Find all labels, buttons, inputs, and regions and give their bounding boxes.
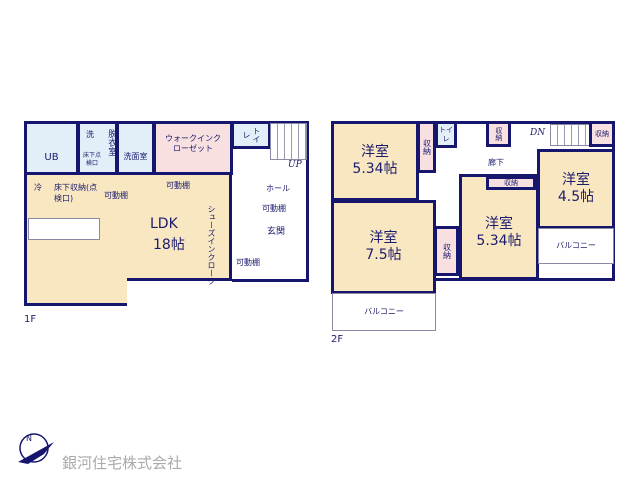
wic-label: ウォークインクローゼット: [165, 134, 221, 153]
fridge-label: 冷: [34, 183, 42, 192]
svg-text:N: N: [26, 434, 32, 443]
washroom-label: 洗面室: [123, 152, 148, 161]
dressing-label: 脱衣室: [106, 129, 117, 156]
storage: 収納: [486, 176, 536, 190]
room-c-size: 5.34帖: [476, 233, 522, 249]
shelf-label: 可動棚: [262, 204, 286, 213]
room-d-label: 洋室: [562, 171, 590, 188]
room-b-size: 7.5帖: [365, 247, 402, 263]
compass-logo-icon: N: [18, 433, 54, 464]
shelf-label: 可動棚: [166, 181, 190, 190]
storage: 収納: [589, 121, 615, 147]
walk-in-closet: ウォークインクローゼット: [153, 121, 233, 175]
balcony-label: バルコニー: [556, 241, 596, 250]
hall-label: ホール: [266, 184, 290, 193]
toilet-label: トイレ: [242, 127, 261, 143]
genkan-label: 玄関: [267, 227, 286, 237]
toilet-1f: トイレ: [231, 121, 271, 149]
floor1-label: 1F: [24, 314, 37, 325]
underfloor-label: 床下点検口: [82, 152, 101, 167]
room-c-label: 洋室: [485, 215, 513, 232]
toilet-label: トイレ: [439, 125, 453, 143]
room-d-size: 4.5帖: [557, 189, 595, 205]
storage-label: 収納: [442, 243, 452, 259]
storage-label: 収納: [494, 127, 503, 141]
storage-label: 収納: [504, 178, 518, 187]
room-b-label: 洋室: [369, 229, 398, 246]
kitchen-counter: [28, 218, 100, 240]
storage: 収納: [434, 226, 459, 276]
up-label: UP: [288, 160, 302, 170]
balcony-1: バルコニー: [332, 293, 436, 331]
stairs-1f: [270, 123, 307, 160]
balcony-2: バルコニー: [538, 228, 614, 264]
ldk-label: LDK: [150, 216, 178, 232]
company-name: 銀河住宅株式会社: [62, 454, 183, 472]
dn-label: DN: [530, 128, 546, 138]
shelf-label: 可動棚: [236, 258, 260, 267]
storage: 収納: [417, 121, 436, 173]
corridor-label: 廊下: [488, 158, 504, 167]
storage-label: 収納: [422, 139, 432, 155]
stairs-2f: [550, 124, 590, 146]
bathroom: UB: [24, 121, 79, 175]
storage-label: 収納: [595, 129, 609, 138]
room-a-label: 洋室: [361, 143, 389, 160]
room-a-size: 5.34帖: [352, 161, 398, 177]
washer-label: 洗: [86, 130, 94, 139]
storage: 収納: [486, 121, 511, 147]
floor2-label: 2F: [331, 334, 344, 345]
shelf-label: 可動棚: [104, 191, 128, 200]
washroom: 洗面室: [116, 121, 155, 175]
dressing-room: 洗 脱衣室 床下点検口: [77, 121, 118, 175]
underfloor-storage-label: 床下収納(点検口): [54, 183, 98, 203]
shoes-closet-label: シューズインクローク: [207, 205, 216, 285]
ldk-size: 18帖: [153, 237, 185, 253]
ldk-cutout: [127, 278, 232, 308]
balcony-label: バルコニー: [364, 307, 404, 316]
toilet-2f: トイレ: [435, 121, 457, 148]
bathroom-label: UB: [44, 151, 59, 163]
